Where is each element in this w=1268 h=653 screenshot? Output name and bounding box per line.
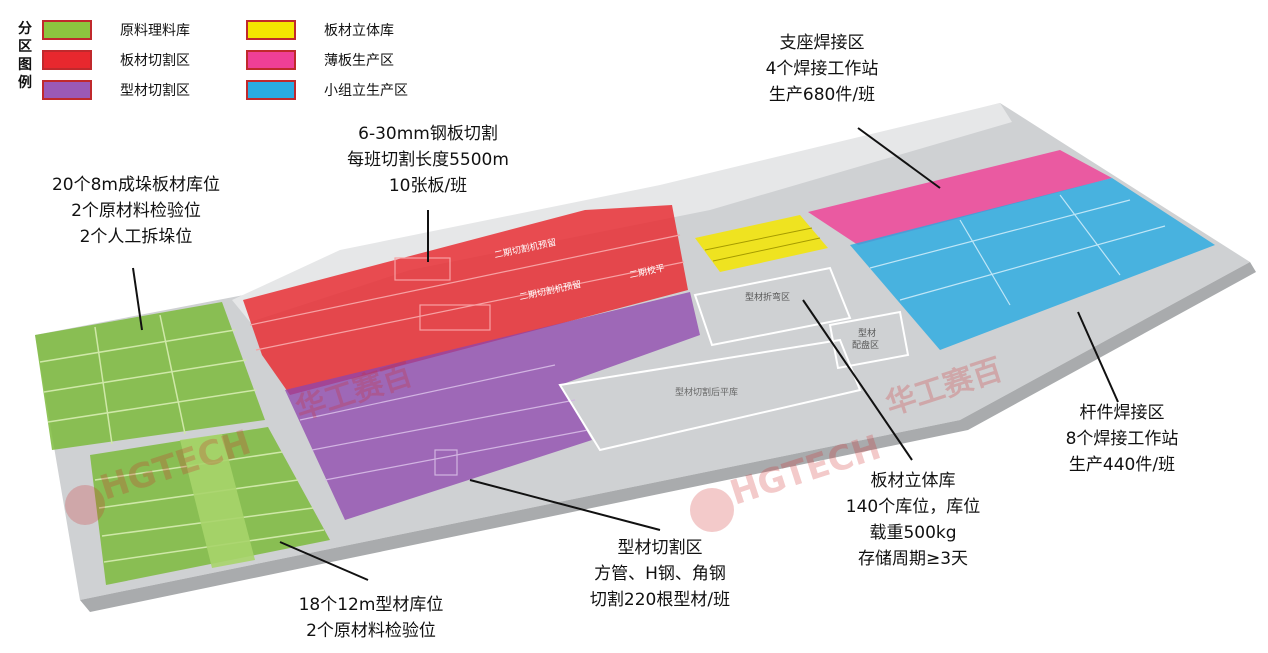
legend-swatch-plate-warehouse bbox=[246, 20, 296, 40]
callout-profile-cutting: 型材切割区 方管、H钢、角钢 切割220根型材/班 bbox=[589, 538, 731, 610]
zone-small-assembly bbox=[850, 178, 1215, 350]
legend-item-plate-warehouse: 板材立体库 bbox=[246, 20, 394, 40]
callout-plate-warehouse: 板材立体库 140个库位，库位 载重500kg 存储周期≥3天 bbox=[845, 471, 981, 569]
leader-rod-weld bbox=[1077, 311, 1119, 403]
zone-profile-areas bbox=[558, 266, 910, 452]
zone-raw-material-plate bbox=[35, 302, 265, 450]
zone-raw-material-profile bbox=[90, 427, 330, 585]
callout-profile-stock: 18个12m型材库位 2个原材料检验位 bbox=[298, 595, 444, 641]
legend-label: 原料理料库 bbox=[120, 23, 190, 39]
legend-swatch-small-assembly bbox=[246, 80, 296, 100]
leader-profile-cutting bbox=[469, 479, 661, 531]
zone-profile-cutting bbox=[285, 292, 700, 520]
callout-support-weld: 支座焊接区 4个焊接工作站 生产680件/班 bbox=[765, 33, 879, 105]
legend-label: 板材切割区 bbox=[120, 53, 190, 69]
map-label-profile-dist-2: 配盘区 bbox=[852, 339, 879, 351]
legend-title: 分 区 图 例 bbox=[18, 21, 32, 91]
legend-item-small-assembly: 小组立生产区 bbox=[246, 80, 408, 100]
legend-item-raw-material: 原料理料库 bbox=[42, 20, 190, 40]
watermark-logo-2 bbox=[690, 488, 734, 532]
leader-lines bbox=[132, 127, 1119, 581]
legend-swatch-plate-cutting bbox=[42, 50, 92, 70]
zone-thin-plate bbox=[808, 150, 1112, 245]
leader-support-weld bbox=[857, 127, 941, 189]
leader-profile-stock bbox=[279, 541, 369, 581]
map-label-profile-bend: 型材折弯区 bbox=[745, 291, 790, 303]
callout-plate-cutting: 6-30mm钢板切割 每班切割长度5500m 10张板/班 bbox=[347, 124, 509, 196]
zone-plate-warehouse bbox=[695, 215, 828, 272]
legend-label: 小组立生产区 bbox=[324, 83, 408, 99]
callout-rod-weld: 杆件焊接区 8个焊接工作站 生产440件/班 bbox=[1065, 403, 1179, 475]
legend-swatch-thin-plate bbox=[246, 50, 296, 70]
leader-plate-warehouse bbox=[802, 299, 913, 461]
watermark-logo-1 bbox=[65, 485, 105, 525]
legend-item-profile-cutting: 型材切割区 bbox=[42, 80, 190, 100]
map-label-profile-dist-1: 型材 bbox=[858, 327, 876, 339]
map-label-profile-after: 型材切割后平库 bbox=[675, 386, 738, 398]
leader-plate-stack bbox=[132, 267, 143, 331]
legend-label: 型材切割区 bbox=[120, 83, 190, 99]
legend-item-thin-plate: 薄板生产区 bbox=[246, 50, 394, 70]
legend-swatch-profile-cutting bbox=[42, 80, 92, 100]
legend-item-plate-cutting: 板材切割区 bbox=[42, 50, 190, 70]
legend-label: 板材立体库 bbox=[324, 23, 394, 39]
zone-plate-cutting bbox=[243, 205, 688, 395]
legend-swatch-raw-material bbox=[42, 20, 92, 40]
callout-plate-stack: 20个8m成垛板材库位 2个原材料检验位 2个人工拆垛位 bbox=[51, 175, 220, 247]
legend-label: 薄板生产区 bbox=[324, 53, 394, 69]
